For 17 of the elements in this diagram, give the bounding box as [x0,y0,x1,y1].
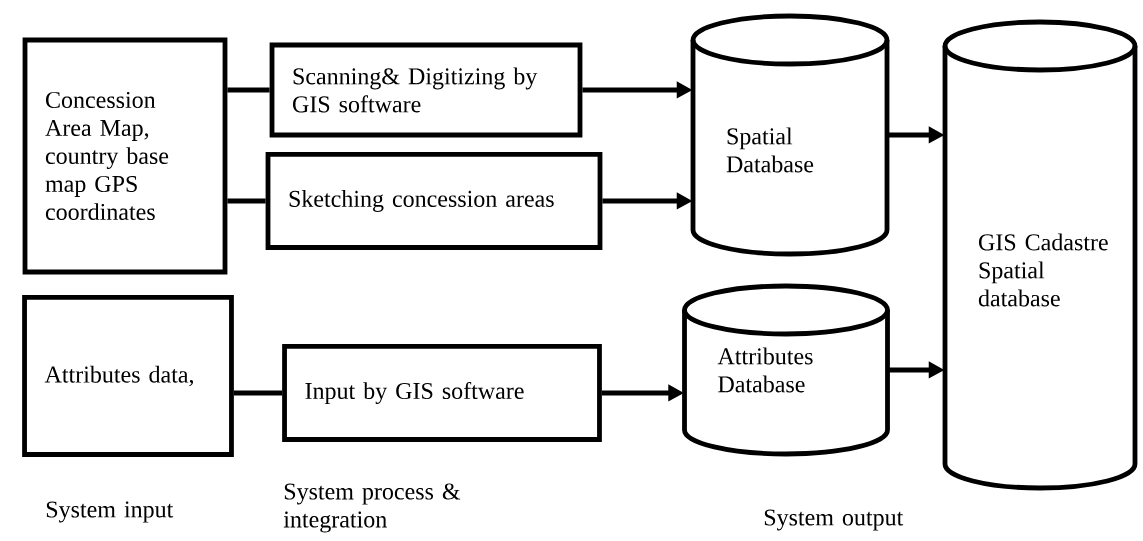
stage-label: System output [764,509,904,531]
process-box: Scanning& Digitizing by GIS software [269,42,583,138]
connector-line [233,390,283,396]
database-cylinder: GIS Cadastre Spatial database [942,19,1138,491]
connector-line [227,198,266,204]
stage-label: System input [46,501,174,523]
node-label: Attributes Database [717,347,813,393]
database-cylinder: Attributes Database [682,283,890,457]
process-box: Input by GIS software [282,344,602,442]
database-cylinder: Spatial Database [690,13,890,257]
connector-line [227,87,270,93]
node-label: GIS Cadastre Spatial database [978,233,1108,307]
process-box: Concession Area Map, country base map GPS coordinates [22,37,228,275]
process-box: Sketching concession areas [265,152,603,250]
stage-label: System process & integration [283,483,461,533]
process-box: Attributes data, [22,295,234,457]
node-label: Spatial Database [726,127,814,173]
